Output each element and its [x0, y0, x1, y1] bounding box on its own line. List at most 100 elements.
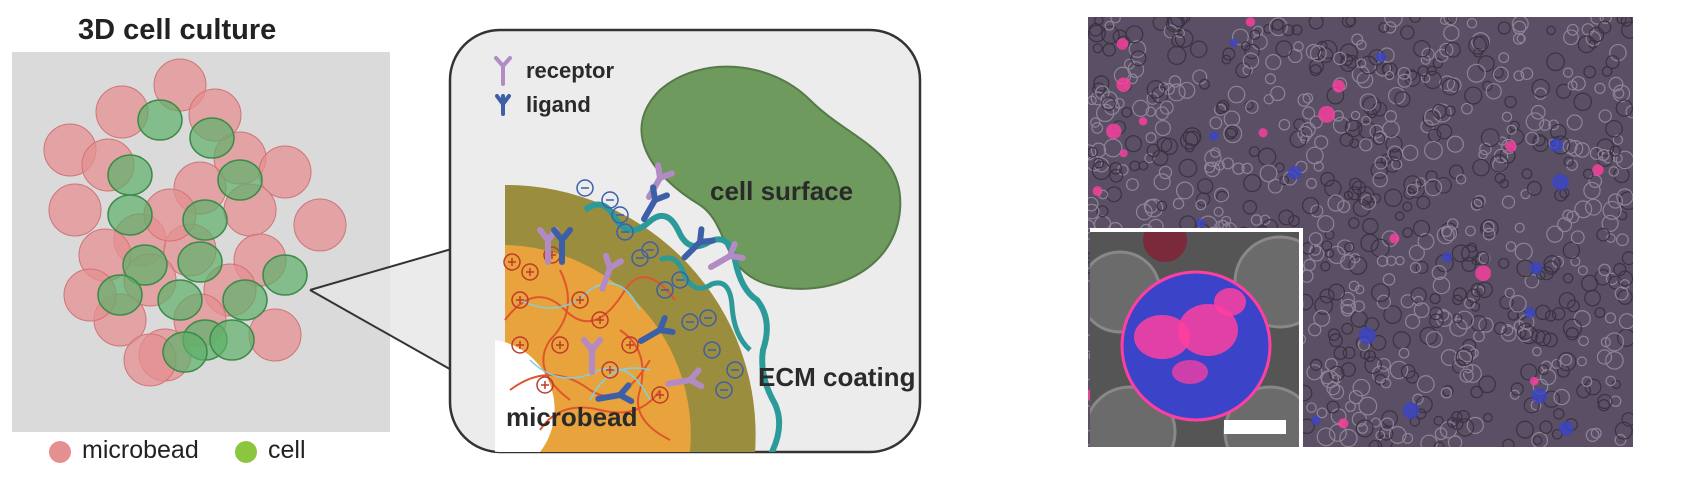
background-cell: [1264, 95, 1273, 104]
background-cell: [1363, 97, 1381, 115]
background-cell: [1585, 379, 1600, 394]
background-cell: [1403, 202, 1412, 211]
stained-cell: [1530, 262, 1543, 275]
background-cell: [1615, 287, 1628, 300]
background-cell: [1466, 226, 1475, 235]
background-cell: [1618, 290, 1632, 304]
background-cell: [1553, 308, 1565, 320]
background-cell: [1210, 117, 1222, 129]
background-cell: [1602, 67, 1611, 76]
microbead-legend-dot: [49, 441, 71, 463]
background-cell: [1309, 17, 1323, 29]
background-cell: [1307, 178, 1317, 188]
background-cell: [1369, 440, 1381, 447]
background-cell: [1564, 68, 1573, 77]
background-cell: [1321, 172, 1334, 185]
background-cell: [1436, 178, 1452, 194]
background-cell: [1307, 403, 1316, 412]
background-cell: [1351, 111, 1359, 119]
stained-cell: [1475, 265, 1491, 281]
background-cell: [1266, 55, 1281, 70]
cell-sphere: [138, 100, 182, 140]
background-cell: [1414, 303, 1429, 318]
stained-cell: [1246, 17, 1255, 26]
microbead-sphere: [49, 184, 101, 236]
stained-cell: [1106, 124, 1121, 139]
background-cell: [1536, 305, 1550, 319]
background-cell: [1606, 333, 1624, 351]
background-cell: [1315, 136, 1328, 149]
background-cell: [1572, 77, 1585, 90]
background-cell: [1107, 187, 1122, 202]
background-cell: [1533, 436, 1541, 444]
background-cell: [1279, 120, 1289, 130]
stained-cell: [1530, 377, 1539, 386]
background-cell: [1514, 71, 1524, 81]
stained-cell: [1288, 166, 1302, 180]
background-cell: [1272, 20, 1283, 31]
background-cell: [1393, 332, 1410, 349]
stained-cell: [1196, 219, 1205, 228]
background-cell: [1540, 421, 1552, 433]
background-cell: [1410, 17, 1420, 22]
background-cell: [1417, 196, 1430, 209]
background-cell: [1127, 179, 1139, 191]
background-cell: [1146, 133, 1156, 143]
background-cell: [1361, 234, 1378, 251]
stained-cell: [1120, 149, 1128, 157]
stained-cell: [1258, 128, 1267, 137]
background-cell: [1511, 383, 1523, 395]
legend-microbead-label: microbead: [82, 436, 199, 465]
background-cell: [1465, 87, 1482, 104]
background-cell: [1320, 289, 1334, 303]
background-cell: [1309, 324, 1321, 336]
receptor-label: receptor: [526, 58, 614, 84]
cell-sphere: [223, 280, 267, 320]
background-cell: [1512, 17, 1528, 32]
background-cell: [1502, 112, 1511, 121]
background-cell: [1442, 79, 1458, 95]
background-cell: [1340, 430, 1357, 447]
background-cell: [1304, 259, 1315, 270]
background-cell: [1533, 347, 1541, 355]
stained-cell: [1524, 307, 1535, 318]
cell-sphere: [158, 280, 202, 320]
background-cell: [1265, 74, 1275, 84]
background-cell: [1450, 319, 1467, 336]
background-cell: [1595, 270, 1610, 285]
background-cell: [1616, 100, 1632, 116]
background-cell: [1191, 41, 1207, 57]
background-cell: [1093, 44, 1102, 53]
background-cell: [1575, 201, 1592, 218]
background-cell: [1444, 26, 1459, 41]
background-cell: [1389, 88, 1405, 104]
microbead-sphere: [294, 199, 346, 251]
background-cell: [1574, 93, 1591, 110]
cell-legend-dot: [235, 441, 257, 463]
background-cell: [1310, 233, 1322, 245]
background-cell: [1483, 228, 1495, 240]
background-cell: [1620, 192, 1633, 210]
background-cell: [1571, 231, 1584, 244]
background-cell: [1609, 77, 1623, 91]
stained-cell: [1116, 77, 1131, 92]
background-cell: [1244, 175, 1261, 192]
stained-cell: [1332, 80, 1345, 93]
background-cell: [1554, 409, 1564, 419]
background-cell: [1409, 245, 1424, 260]
background-cell: [1321, 262, 1330, 271]
background-cell: [1334, 347, 1346, 359]
background-cell: [1619, 314, 1633, 329]
background-cell: [1307, 365, 1322, 380]
background-cell: [1093, 83, 1105, 95]
background-cell: [1574, 311, 1590, 327]
background-cell: [1310, 65, 1321, 76]
background-cell: [1223, 48, 1235, 60]
background-cell: [1401, 26, 1414, 39]
background-cell: [1153, 150, 1168, 165]
background-cell: [1365, 351, 1376, 362]
background-cell: [1214, 207, 1223, 216]
background-cell: [1606, 121, 1622, 137]
stained-cell: [1230, 39, 1238, 47]
background-cell: [1579, 336, 1588, 345]
